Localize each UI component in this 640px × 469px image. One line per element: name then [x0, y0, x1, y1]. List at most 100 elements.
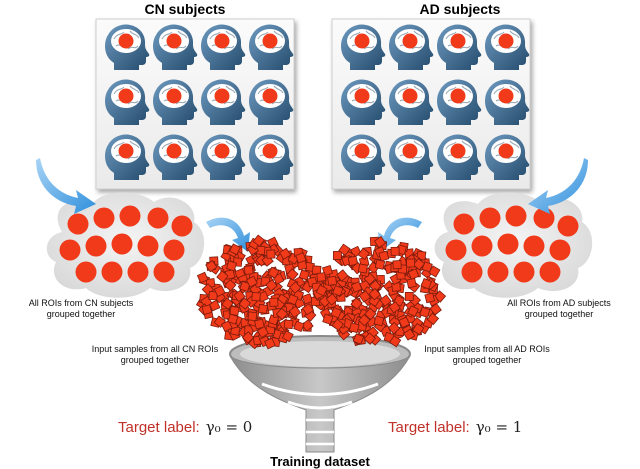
- ad-roi-circle: [549, 239, 571, 261]
- ad-sample-square: [406, 258, 416, 268]
- ad-sample-square: [379, 294, 392, 307]
- ad-sample-square: [368, 279, 382, 293]
- cn-sample-square: [227, 313, 239, 325]
- cn-roi-circle: [67, 213, 89, 235]
- ad-roi-circle: [445, 239, 467, 261]
- cn-sample-square: [251, 291, 261, 302]
- ad-sample-square: [357, 247, 370, 261]
- cn-target-label: Target label: γ₀ = 0: [118, 418, 252, 436]
- cn-roi-circle: [163, 239, 185, 261]
- cn-roi-circle: [137, 235, 159, 257]
- cn-sample-square: [226, 260, 237, 272]
- cn-sample-square: [298, 269, 310, 281]
- ad-subjects-panel: [331, 18, 531, 190]
- ad-sample-square: [387, 321, 401, 335]
- cn-sample-square: [239, 280, 251, 292]
- ad-samples-caption-line2: grouped together: [452, 355, 522, 365]
- ad-roi-circle: [479, 207, 501, 229]
- ad-sample-square: [315, 284, 328, 297]
- cn-sample-square: [258, 303, 268, 314]
- ad-roi-caption-line1: All ROIs from AD subjects: [507, 298, 611, 308]
- ad-roi-circle: [497, 233, 519, 255]
- ad-sample-square: [391, 282, 401, 292]
- cn-sample-square: [278, 247, 292, 260]
- cn-sample-square: [247, 311, 258, 322]
- ad-sample-square: [374, 259, 386, 270]
- ad-sample-square: [350, 297, 363, 310]
- cn-sample-square: [286, 268, 299, 281]
- cn-target-math: γ₀ = 0: [205, 418, 253, 436]
- arrow-ad-cloud-to-samples-icon: [378, 217, 422, 252]
- ad-input-samples-pile: [312, 235, 447, 348]
- ad-samples-caption-line1: Input samples from all AD ROIs: [424, 344, 550, 354]
- ad-roi-circle: [471, 235, 493, 257]
- cn-sample-square: [201, 304, 213, 315]
- ad-sample-square: [420, 277, 433, 290]
- cn-sample-square: [293, 320, 305, 333]
- ad-sample-square: [322, 313, 334, 325]
- ad-roi-circle: [539, 261, 561, 283]
- ad-roi-caption: All ROIs from AD subjects grouped togeth…: [484, 298, 634, 320]
- cn-sample-square: [221, 297, 234, 310]
- cn-sample-square: [301, 303, 315, 316]
- training-funnel: [229, 335, 411, 453]
- ad-sample-square: [392, 260, 402, 270]
- cn-sample-square: [295, 252, 307, 264]
- ad-roi-circle: [453, 213, 475, 235]
- training-dataset-label: Training dataset: [270, 454, 370, 469]
- ad-roi-circle: [513, 261, 535, 283]
- ad-sample-square: [350, 281, 363, 293]
- cn-subjects-panel: [95, 18, 295, 190]
- cn-target-text: Target label:: [118, 419, 200, 436]
- cn-roi-caption: All ROIs from CN subjects grouped togeth…: [6, 298, 156, 320]
- cn-sample-square: [238, 297, 251, 310]
- cn-sample-square: [275, 307, 289, 321]
- cn-roi-caption-line1: All ROIs from CN subjects: [28, 298, 134, 308]
- ad-roi-caption-line2: grouped together: [524, 309, 594, 319]
- ad-sample-square: [347, 255, 359, 267]
- ad-sample-square: [358, 313, 371, 327]
- ad-sample-square: [389, 335, 402, 348]
- cn-samples-caption: Input samples from all CN ROIs grouped t…: [80, 344, 230, 366]
- cn-samples-caption-line1: Input samples from all CN ROIs: [91, 344, 219, 354]
- cn-sample-square: [245, 275, 258, 288]
- ad-sample-square: [388, 301, 401, 314]
- arrow-cn-panel-to-cloud-icon: [36, 158, 96, 214]
- ad-sample-square: [390, 246, 400, 256]
- cn-sample-square: [208, 291, 218, 301]
- ad-roi-circle: [557, 215, 579, 237]
- ad-sample-square: [407, 305, 419, 318]
- cn-sample-square: [205, 259, 218, 273]
- ad-sample-square: [330, 306, 343, 319]
- cn-roi-circle: [119, 205, 141, 227]
- cn-roi-circle: [147, 207, 169, 229]
- cn-roi-circle: [59, 239, 81, 261]
- cn-sample-square: [220, 320, 233, 332]
- cn-sample-square: [267, 266, 280, 279]
- ad-panel-title: AD subjects: [420, 1, 501, 17]
- cn-panel-title: CN subjects: [145, 1, 226, 17]
- ad-sample-square: [364, 307, 377, 321]
- cn-sample-square: [233, 289, 246, 303]
- ad-sample-square: [378, 250, 390, 262]
- ad-sample-square: [419, 306, 431, 318]
- ad-roi-circle: [487, 261, 509, 283]
- ad-sample-square: [426, 312, 440, 326]
- ad-sample-square: [332, 285, 344, 297]
- ad-sample-square: [407, 268, 420, 280]
- ad-sample-square: [327, 275, 338, 286]
- ad-roi-cloud: [434, 192, 593, 298]
- cn-sample-square: [213, 285, 226, 297]
- ad-roi-circle: [461, 261, 483, 283]
- cn-input-samples-pile: [195, 234, 329, 350]
- cn-sample-square: [256, 325, 269, 339]
- ad-target-label: Target label:γ₀ = 1: [388, 418, 522, 436]
- cn-roi-caption-line2: grouped together: [46, 309, 116, 319]
- cn-sample-square: [252, 234, 265, 247]
- cn-sample-square: [269, 297, 279, 307]
- cn-roi-circle: [153, 261, 175, 283]
- ad-sample-square: [406, 277, 417, 289]
- ad-sample-square: [403, 328, 416, 341]
- cn-sample-square: [265, 279, 278, 292]
- cn-sample-square: [229, 243, 241, 256]
